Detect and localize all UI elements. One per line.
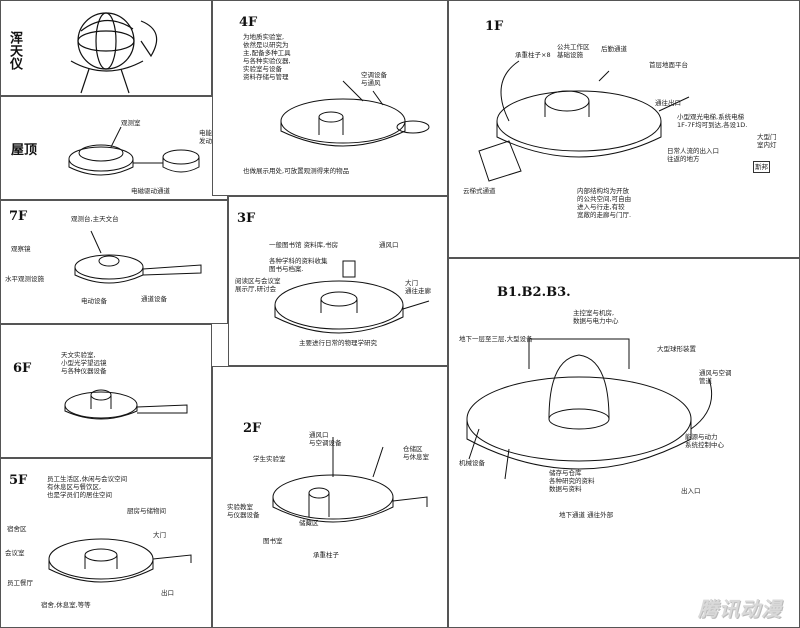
note-a: 观测台,主天文台 xyxy=(71,215,119,223)
floor-2-sketch xyxy=(272,437,428,523)
note-b: 实验教室 与仪器设备 xyxy=(227,503,260,519)
note-g: 储存与仓库 各种研究的资料 数据与资料 xyxy=(549,469,595,493)
note-c: 大型球形装置 xyxy=(657,345,696,353)
floor-7-sketch xyxy=(74,230,202,284)
note-f: 小型观光电梯,系统电梯 1F-7F均可到达,各设1D. xyxy=(677,113,748,129)
floor-5-sketch xyxy=(48,538,192,583)
note-f: 承重柱子 xyxy=(313,551,339,559)
panel-label: 浑天仪 xyxy=(7,31,22,70)
note-bottom: 宿舍,休息室,等等 xyxy=(41,601,91,609)
note-c: 阅读区与会议室 展示厅,研讨会 xyxy=(235,277,281,293)
note-d: 通风与空调 管道 xyxy=(699,369,732,385)
note-corridor: 电磁驱动通道 xyxy=(131,187,170,195)
panel-basement: B1.B2.B3. 地下一层至三层,大型设备 主控室与机房, 数据与电力中心 大… xyxy=(448,258,800,628)
note-i: 内部结构均为开放 的公共空间,可自由 进入与行走,有较 宽敞的走廊与门厅. xyxy=(577,187,632,219)
panel-label: 3F xyxy=(237,211,256,226)
note-g: 出口 xyxy=(161,589,174,597)
note-b: 厨房与储物间 xyxy=(127,507,166,515)
note-b: 主控室与机房, 数据与电力中心 xyxy=(573,309,619,325)
note-j: 大型门 室内灯 xyxy=(757,133,777,149)
panel-label: 5F xyxy=(9,473,28,488)
floor-6-sketch xyxy=(64,389,188,420)
note-a: 员工生活区,休闲与会议空间 有休息区与餐饮区, 也是学员们的居住空间 xyxy=(47,475,128,499)
panel-floor-7: 7F 观测台,主天文台 观察镜 水平观测设施 电动设备 通道设备 xyxy=(0,200,228,324)
note-a: 承重柱子×8 xyxy=(515,51,551,59)
note-d: 首层地面平台 xyxy=(649,61,688,69)
note-d: 储藏区 xyxy=(299,519,319,527)
note-e: 机械设备 xyxy=(459,459,485,467)
note-a: 天文实验室, 小型光学望远镜 与各种仪器设备 xyxy=(61,351,107,375)
note-c: 宿舍区 xyxy=(7,525,27,533)
panel-label: 1F xyxy=(485,19,504,34)
note-d: 电动设备 xyxy=(81,297,107,305)
note-a: 学生实验室 xyxy=(253,455,286,463)
stamp: 斯邦 xyxy=(753,161,770,173)
note-e: 通道设备 xyxy=(141,295,167,303)
note-observatory: 观测室 xyxy=(121,119,141,127)
note-d: 通风口 xyxy=(379,241,399,249)
note-h: 地下通道 通往外部 xyxy=(559,511,614,519)
panel-floor-2: 2F 学生实验室 实验教室 与仪器设备 图书室 储藏区 仓储区 与休息室 承重柱… xyxy=(212,366,448,628)
panel-label: B1.B2.B3. xyxy=(497,285,571,300)
note-a: 一般图书馆 资料库,书房 xyxy=(269,241,339,249)
panel-instrument: 浑天仪 xyxy=(0,0,212,96)
floor-4-sketch xyxy=(280,80,430,147)
note-e: 仓储区 与休息室 xyxy=(403,445,429,461)
note-c: 水平观测设施 xyxy=(5,275,44,283)
note-bottom: 主要进行日常的物理学研究 xyxy=(299,339,377,347)
note-i: 出入口 xyxy=(681,487,701,495)
note-h: 云梯式通道 xyxy=(463,187,496,195)
note-e: 通往出口 xyxy=(655,99,681,107)
floor-1-sketch xyxy=(478,60,690,182)
panel-label: 2F xyxy=(243,421,262,436)
note-side: 空调设备 与通风 xyxy=(361,71,387,87)
roof-sketch xyxy=(68,126,200,176)
panel-label: 6F xyxy=(13,361,32,376)
note-b: 观察镜 xyxy=(11,245,31,253)
note-e: 员工餐厅 xyxy=(7,579,33,587)
panel-label: 7F xyxy=(9,209,28,224)
panel-roof: 屋顶 观测室 电能 发动机 电磁驱动通道 xyxy=(0,96,228,200)
note-d: 会议室 xyxy=(5,549,25,557)
note-power: 电能 发动机 xyxy=(199,129,219,145)
note-a: 地下一层至三层,大型设备 xyxy=(459,335,533,343)
note-bottom: 也做展示用处,可放置观测得来的物品 xyxy=(243,167,350,175)
floor-3-sketch xyxy=(274,260,430,334)
note-g: 日常人流的出入口 往返的地方 xyxy=(667,147,719,163)
note-e: 大门 通往走廊 xyxy=(405,279,431,295)
panel-label: 4F xyxy=(239,15,258,30)
watermark-logo: 腾讯动漫 xyxy=(698,597,782,621)
armillary-sketch-icon xyxy=(70,12,158,94)
basement-sketch xyxy=(466,338,713,480)
note-main: 为地质实验室, 依然是以研究为 主,配备多种工具 与各种实验仪器, 实验室与设备… xyxy=(243,33,291,81)
note-c: 图书室 xyxy=(263,537,283,545)
panel-label: 屋顶 xyxy=(11,143,38,158)
panel-floor-3: 3F 一般图书馆 资料库,书房 各种学科的资料收集 图书与档案. 阅读区与会议室… xyxy=(228,196,448,366)
panel-floor-4: 4F 为地质实验室, 依然是以研究为 主,配备多种工具 与各种实验仪器, 实验室… xyxy=(212,0,448,196)
note-b: 公共工作区 基础设施 xyxy=(557,43,590,59)
note-f: 能源与动力 系统控制中心 xyxy=(685,433,724,449)
panel-floor-6: 6F 天文实验室, 小型光学望远镜 与各种仪器设备 xyxy=(0,324,212,458)
note-f: 大门 xyxy=(153,531,166,539)
note-g: 通风口 与空调设备 xyxy=(309,431,342,447)
note-c: 后勤通道 xyxy=(601,45,627,53)
panel-floor-5: 5F 员工生活区,休闲与会议空间 有休息区与餐饮区, 也是学员们的居住空间 厨房… xyxy=(0,458,212,628)
note-b: 各种学科的资料收集 图书与档案. xyxy=(269,257,328,273)
panel-floor-1: 1F 承重柱子×8 公共工作区 基础设施 后勤通道 首层地面平台 通往出口 小型… xyxy=(448,0,800,258)
